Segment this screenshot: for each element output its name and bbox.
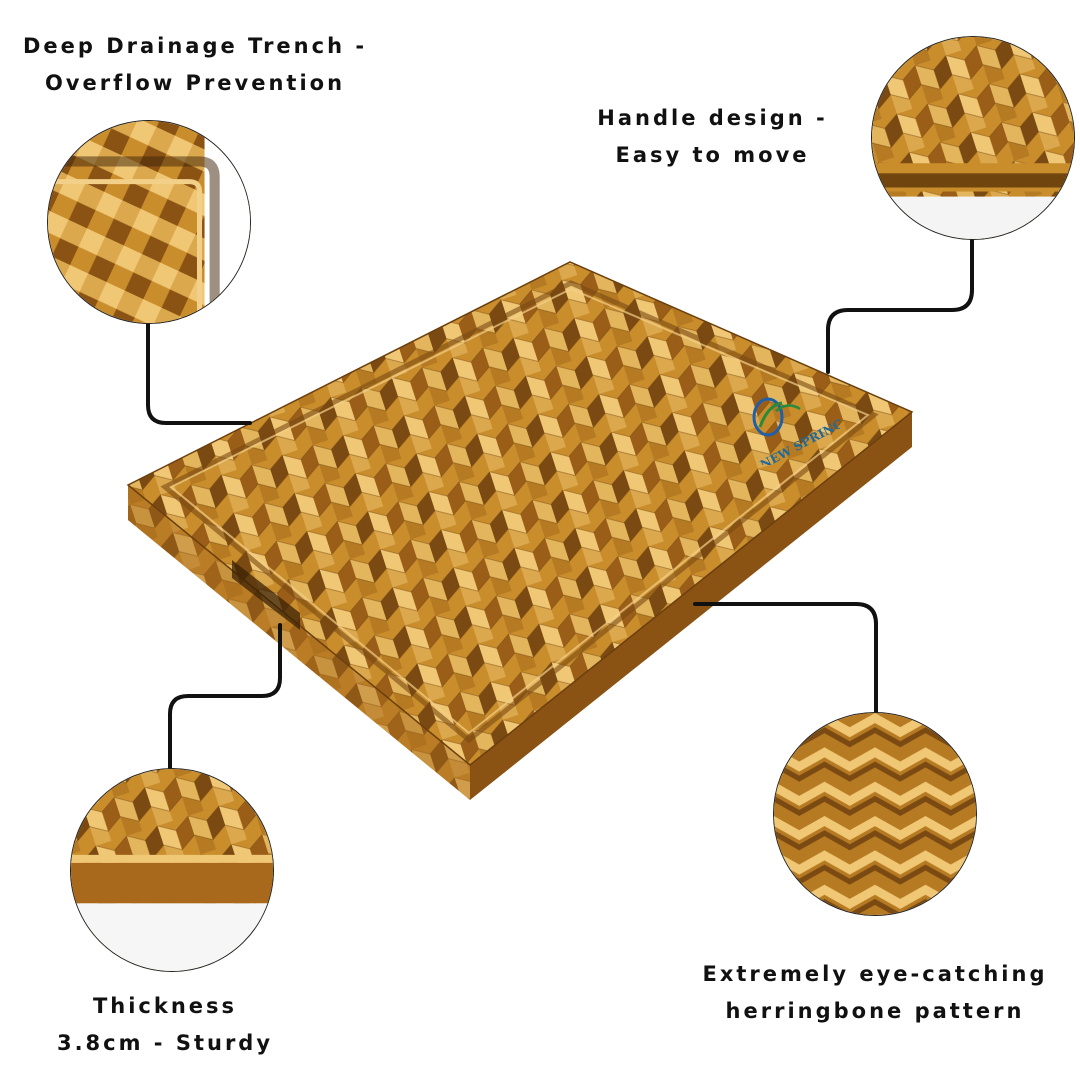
brand-logo: NEW SPRING — [748, 393, 846, 472]
detail-circle-drainage — [47, 120, 251, 324]
connector-drainage — [146, 320, 252, 425]
connector-lines — [146, 236, 974, 770]
caption-handle-design: Handle design - Easy to move — [575, 100, 850, 174]
caption-handle-line-1: Handle design - — [597, 106, 828, 130]
caption-pattern-line-1: Extremely eye-catching — [702, 962, 1048, 986]
caption-handle-line-2: Easy to move — [615, 143, 810, 167]
logo-text: NEW SPRING — [758, 416, 840, 465]
connector-pattern — [693, 602, 878, 714]
connector-handle — [826, 236, 974, 374]
caption-thickness-line-1: Thickness — [92, 994, 238, 1018]
detail-circle-pattern — [773, 712, 977, 916]
caption-drainage-trench: Deep Drainage Trench - Overflow Preventi… — [0, 28, 390, 102]
leaf-logo-icon: NEW SPRING — [752, 397, 846, 472]
caption-herringbone-pattern: Extremely eye-catching herringbone patte… — [680, 956, 1070, 1030]
detail-circle-thickness — [70, 768, 274, 972]
cutting-board — [126, 261, 914, 800]
caption-pattern-line-2: herringbone pattern — [725, 999, 1025, 1023]
detail-circle-handle — [871, 36, 1075, 240]
caption-drainage-line-2: Overflow Prevention — [44, 71, 346, 95]
caption-thickness-line-2: 3.8cm - Sturdy — [56, 1031, 274, 1055]
caption-drainage-line-1: Deep Drainage Trench - — [22, 34, 368, 58]
caption-thickness: Thickness 3.8cm - Sturdy — [40, 988, 290, 1062]
connector-thickness — [168, 623, 282, 770]
